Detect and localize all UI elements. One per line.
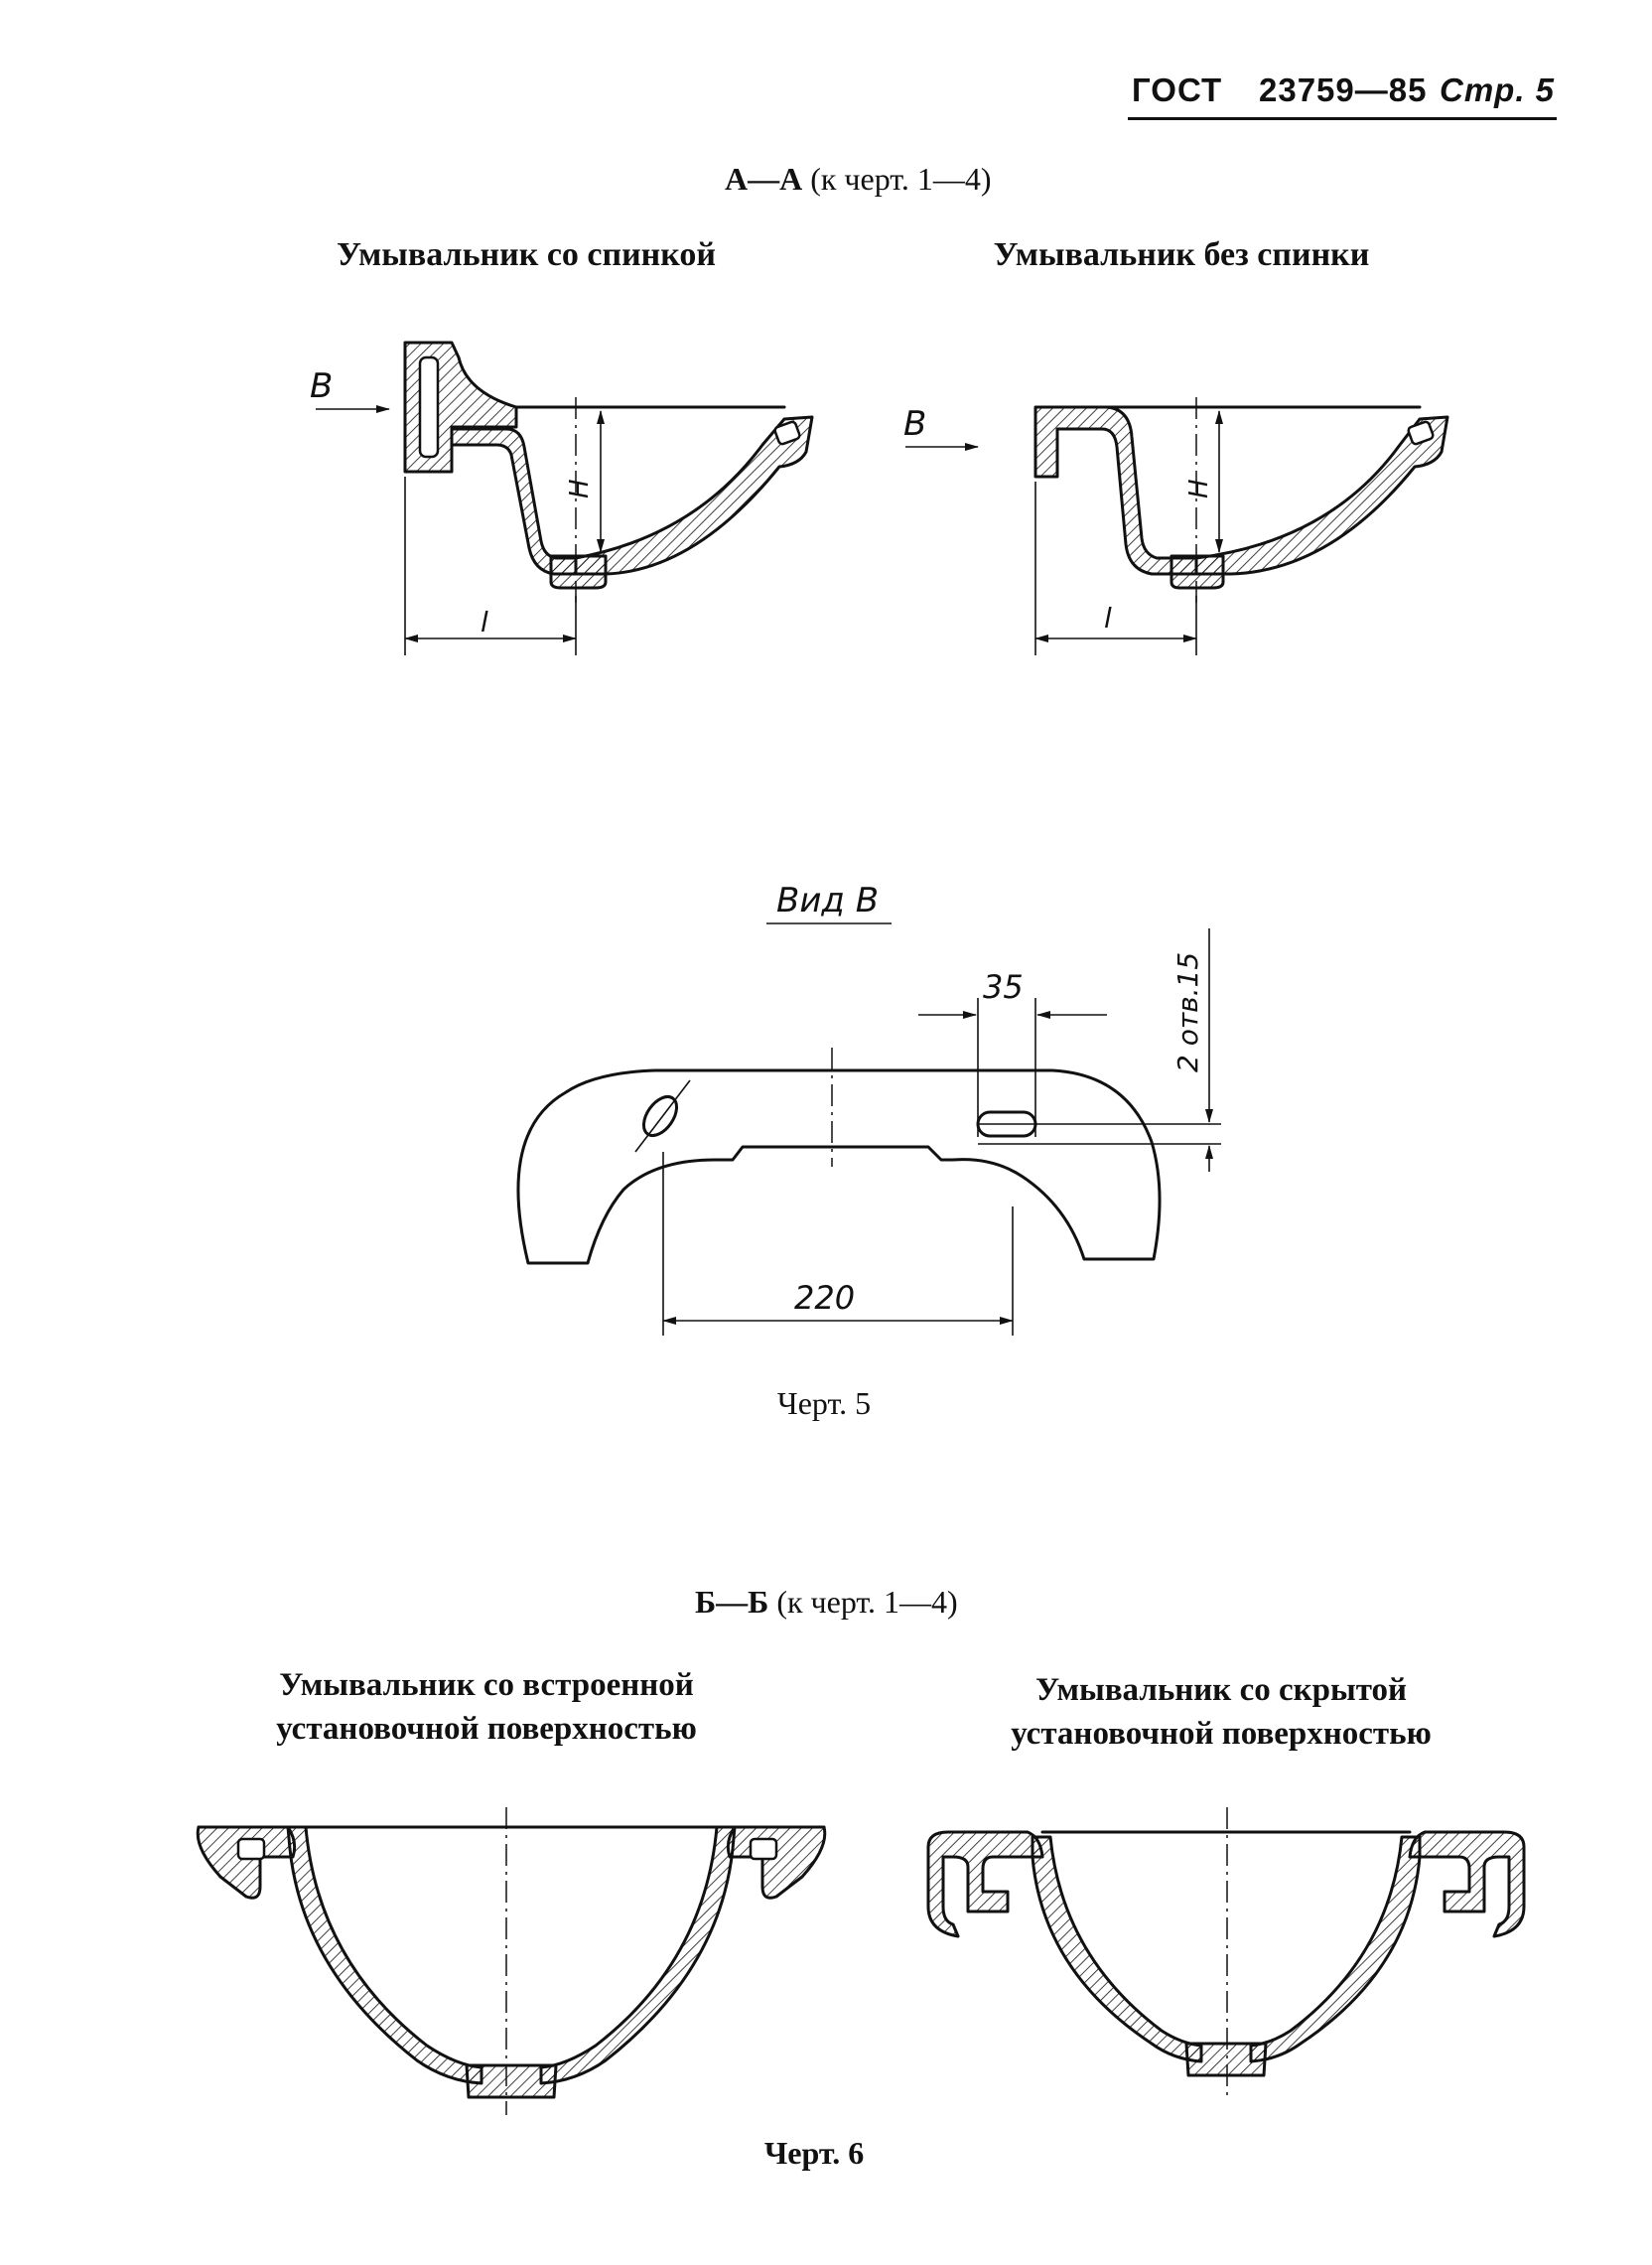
figure-5-caption: Черт. 5 bbox=[776, 1385, 872, 1421]
caption-hidden: Умывальник со скрытой установочной повер… bbox=[953, 1668, 1489, 1756]
view-letter-right: В bbox=[903, 404, 926, 444]
dim-height-left: Н bbox=[565, 479, 595, 498]
section-aa-ref: (к черт. 1—4) bbox=[810, 161, 992, 197]
caption-with-back: Умывальник со спинкой bbox=[336, 236, 717, 273]
dim-height-right: Н bbox=[1184, 479, 1214, 498]
header-page: Стр. 5 bbox=[1440, 71, 1556, 108]
header-standard: ГОСТ bbox=[1132, 71, 1223, 108]
caption-built-in: Умывальник со встроенной установочной по… bbox=[218, 1663, 755, 1751]
view-b-title: Вид В bbox=[776, 881, 879, 920]
dim-length-right: l bbox=[1104, 602, 1112, 635]
caption-built-in-line1: Умывальник со встроенной bbox=[279, 1667, 694, 1703]
section-bb-label: Б—Б bbox=[695, 1584, 769, 1620]
section-built-in-drawing bbox=[196, 1807, 827, 2115]
dim-length-left: l bbox=[481, 606, 488, 638]
caption-hidden-line1: Умывальник со скрытой bbox=[1034, 1672, 1408, 1708]
section-aa-title: А—А (к черт. 1—4) bbox=[725, 161, 992, 198]
dim-holes: 2 отв.15 bbox=[1171, 952, 1204, 1072]
section-with-back-drawing bbox=[316, 341, 814, 655]
dim-slot-35: 35 bbox=[983, 968, 1024, 1006]
header-rule bbox=[1128, 117, 1557, 120]
figure-6-caption: Черт. 6 bbox=[763, 2135, 865, 2171]
dim-span-220: 220 bbox=[794, 1279, 855, 1317]
section-bb-ref: (к черт. 1—4) bbox=[776, 1584, 958, 1620]
section-bb-title: Б—Б (к черт. 1—4) bbox=[695, 1584, 958, 1621]
header-number: 23759—85 bbox=[1259, 71, 1428, 108]
caption-hidden-line2: установочной поверхностью bbox=[1011, 1716, 1432, 1752]
view-b-drawing bbox=[516, 928, 1221, 1336]
caption-built-in-line2: установочной поверхностью bbox=[276, 1711, 697, 1747]
view-letter-left: В bbox=[310, 366, 333, 406]
section-hidden-drawing bbox=[926, 1807, 1526, 2095]
section-aa-label: А—А bbox=[725, 161, 803, 197]
caption-without-back: Умывальник без спинки bbox=[993, 236, 1370, 273]
section-without-back-drawing bbox=[905, 397, 1449, 655]
